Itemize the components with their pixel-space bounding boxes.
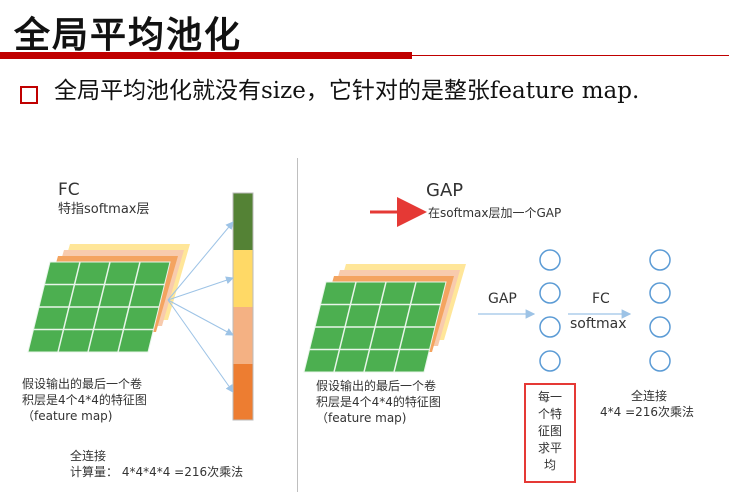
softmax-node-1 (649, 249, 671, 271)
left-grid-lines (33, 261, 165, 353)
right-assume-line-3: （feature map) (316, 411, 407, 425)
left-full-conn: 全连接 (70, 449, 107, 463)
left-assume-line-2: 积层是4个4*4的特征图 (22, 393, 147, 407)
softmax-arrow-label: softmax (570, 316, 627, 332)
box-line-1: 每一 (537, 390, 562, 404)
title-underline-thin (412, 55, 729, 56)
box-line-3: 征图 (537, 424, 562, 438)
gap-node-1 (539, 249, 561, 271)
left-calc: 计算量： 4*4*4*4 =216次乘法 (70, 465, 244, 479)
vector-cell-4 (233, 364, 253, 420)
right-calc: 4*4 =216次乘法 (600, 405, 695, 419)
right-assume-line-2: 积层是4个4*4的特征图 (316, 395, 441, 409)
gap-arrow-label: GAP (488, 291, 517, 307)
panel-divider (297, 158, 298, 492)
vector-cell-3 (233, 307, 253, 364)
box-line-4: 求平 (537, 441, 562, 455)
left-fc-connections (167, 221, 234, 393)
right-grid-lines (309, 281, 441, 373)
gap-explanation-text: 每一 个特 征图 求平 均 (528, 389, 572, 474)
left-fc-label: FC (58, 180, 80, 200)
gap-node-2 (539, 282, 561, 304)
bullet-square-icon (20, 86, 38, 104)
box-line-2: 个特 (537, 407, 562, 421)
fc-arrow-label: FC (592, 291, 610, 307)
right-gap-sub: 在softmax层加一个GAP (428, 206, 562, 220)
softmax-node-2 (649, 282, 671, 304)
left-assume-line-1: 假设输出的最后一个卷 (22, 377, 143, 391)
softmax-node-4 (649, 350, 671, 372)
gap-node-4 (539, 350, 561, 372)
gap-output-nodes (539, 249, 561, 372)
left-feature-map-stack (27, 244, 190, 353)
vector-cell-1 (233, 193, 253, 250)
gap-explanation-box (524, 383, 576, 483)
gap-node-3 (539, 316, 561, 338)
box-line-5: 均 (543, 458, 556, 472)
title-underline-thick (0, 52, 412, 59)
vector-cell-2 (233, 250, 253, 307)
right-assume-line-1: 假设输出的最后一个卷 (316, 379, 437, 393)
softmax-output-nodes (649, 249, 671, 372)
bullet-text: 全局平均池化就没有size，它针对的是整张feature map. (54, 78, 640, 104)
left-assume-line-3: （feature map) (22, 409, 113, 423)
left-output-vector (232, 192, 254, 421)
right-gap-label: GAP (426, 180, 464, 201)
right-full-conn: 全连接 (631, 389, 668, 403)
page-title: 全局平均池化 (14, 15, 243, 56)
right-feature-map-stack (303, 264, 466, 373)
left-fc-sub: 特指softmax层 (58, 202, 150, 217)
softmax-node-3 (649, 316, 671, 338)
